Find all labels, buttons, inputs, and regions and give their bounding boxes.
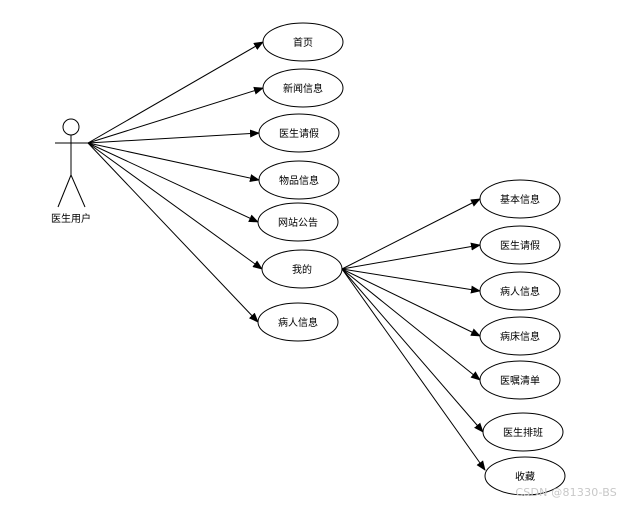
- association-arrow: [87, 129, 260, 144]
- use-case-label: 首页: [293, 36, 313, 49]
- association-arrow: [87, 142, 259, 223]
- use-case-label: 我的: [292, 263, 312, 276]
- use-case-home: 首页: [262, 22, 344, 62]
- include-arrow: [341, 198, 481, 270]
- use-case-doctor-leave: 医生请假: [258, 113, 340, 153]
- use-case-label: 网站公告: [278, 216, 318, 229]
- sub-use-case-favorites: 收藏: [484, 456, 566, 496]
- association-arrow: [87, 142, 263, 270]
- association-arrow: [87, 41, 264, 144]
- sub-use-case-doctor-schedule: 医生排班: [482, 412, 564, 452]
- use-case-label: 收藏: [515, 470, 535, 483]
- sub-use-case-patient-info: 病人信息: [479, 271, 561, 311]
- include-arrow: [341, 268, 481, 294]
- association-arrow: [87, 142, 260, 183]
- sub-use-case-medical-orders: 医嘱清单: [479, 360, 561, 400]
- actor-doctor-user: 医生用户: [51, 118, 91, 225]
- use-case-label: 物品信息: [279, 174, 319, 187]
- use-case-mine: 我的: [261, 249, 343, 289]
- include-arrow: [341, 268, 481, 337]
- association-arrow: [87, 86, 264, 144]
- sub-use-case-doctor-leave: 医生请假: [479, 225, 561, 265]
- watermark-text: CSDN @81330-BS: [515, 486, 617, 499]
- stick-figure-icon: [55, 118, 88, 208]
- use-case-items: 物品信息: [258, 160, 340, 200]
- use-case-announcement: 网站公告: [257, 202, 339, 242]
- use-case-label: 医生请假: [500, 239, 540, 252]
- use-case-label: 新闻信息: [283, 82, 323, 95]
- use-case-news: 新闻信息: [262, 68, 344, 108]
- include-arrow: [341, 268, 484, 433]
- use-case-label: 病人信息: [278, 316, 318, 329]
- association-lines: [87, 41, 486, 471]
- include-arrow: [341, 268, 481, 381]
- include-arrow: [341, 268, 486, 471]
- sub-use-case-bed-info: 病床信息: [479, 316, 561, 356]
- use-case-label: 病床信息: [500, 330, 540, 343]
- use-case-label: 医生请假: [279, 127, 319, 140]
- use-case-label: 基本信息: [500, 193, 540, 206]
- use-case-label: 医嘱清单: [500, 374, 540, 387]
- use-case-label: 医生排班: [503, 426, 543, 439]
- include-arrow: [341, 242, 481, 270]
- use-case-patient-info: 病人信息: [257, 302, 339, 342]
- sub-use-case-basic-info: 基本信息: [479, 179, 561, 219]
- use-case-label: 病人信息: [500, 285, 540, 298]
- actor-label: 医生用户: [51, 212, 91, 225]
- association-arrow: [87, 142, 259, 323]
